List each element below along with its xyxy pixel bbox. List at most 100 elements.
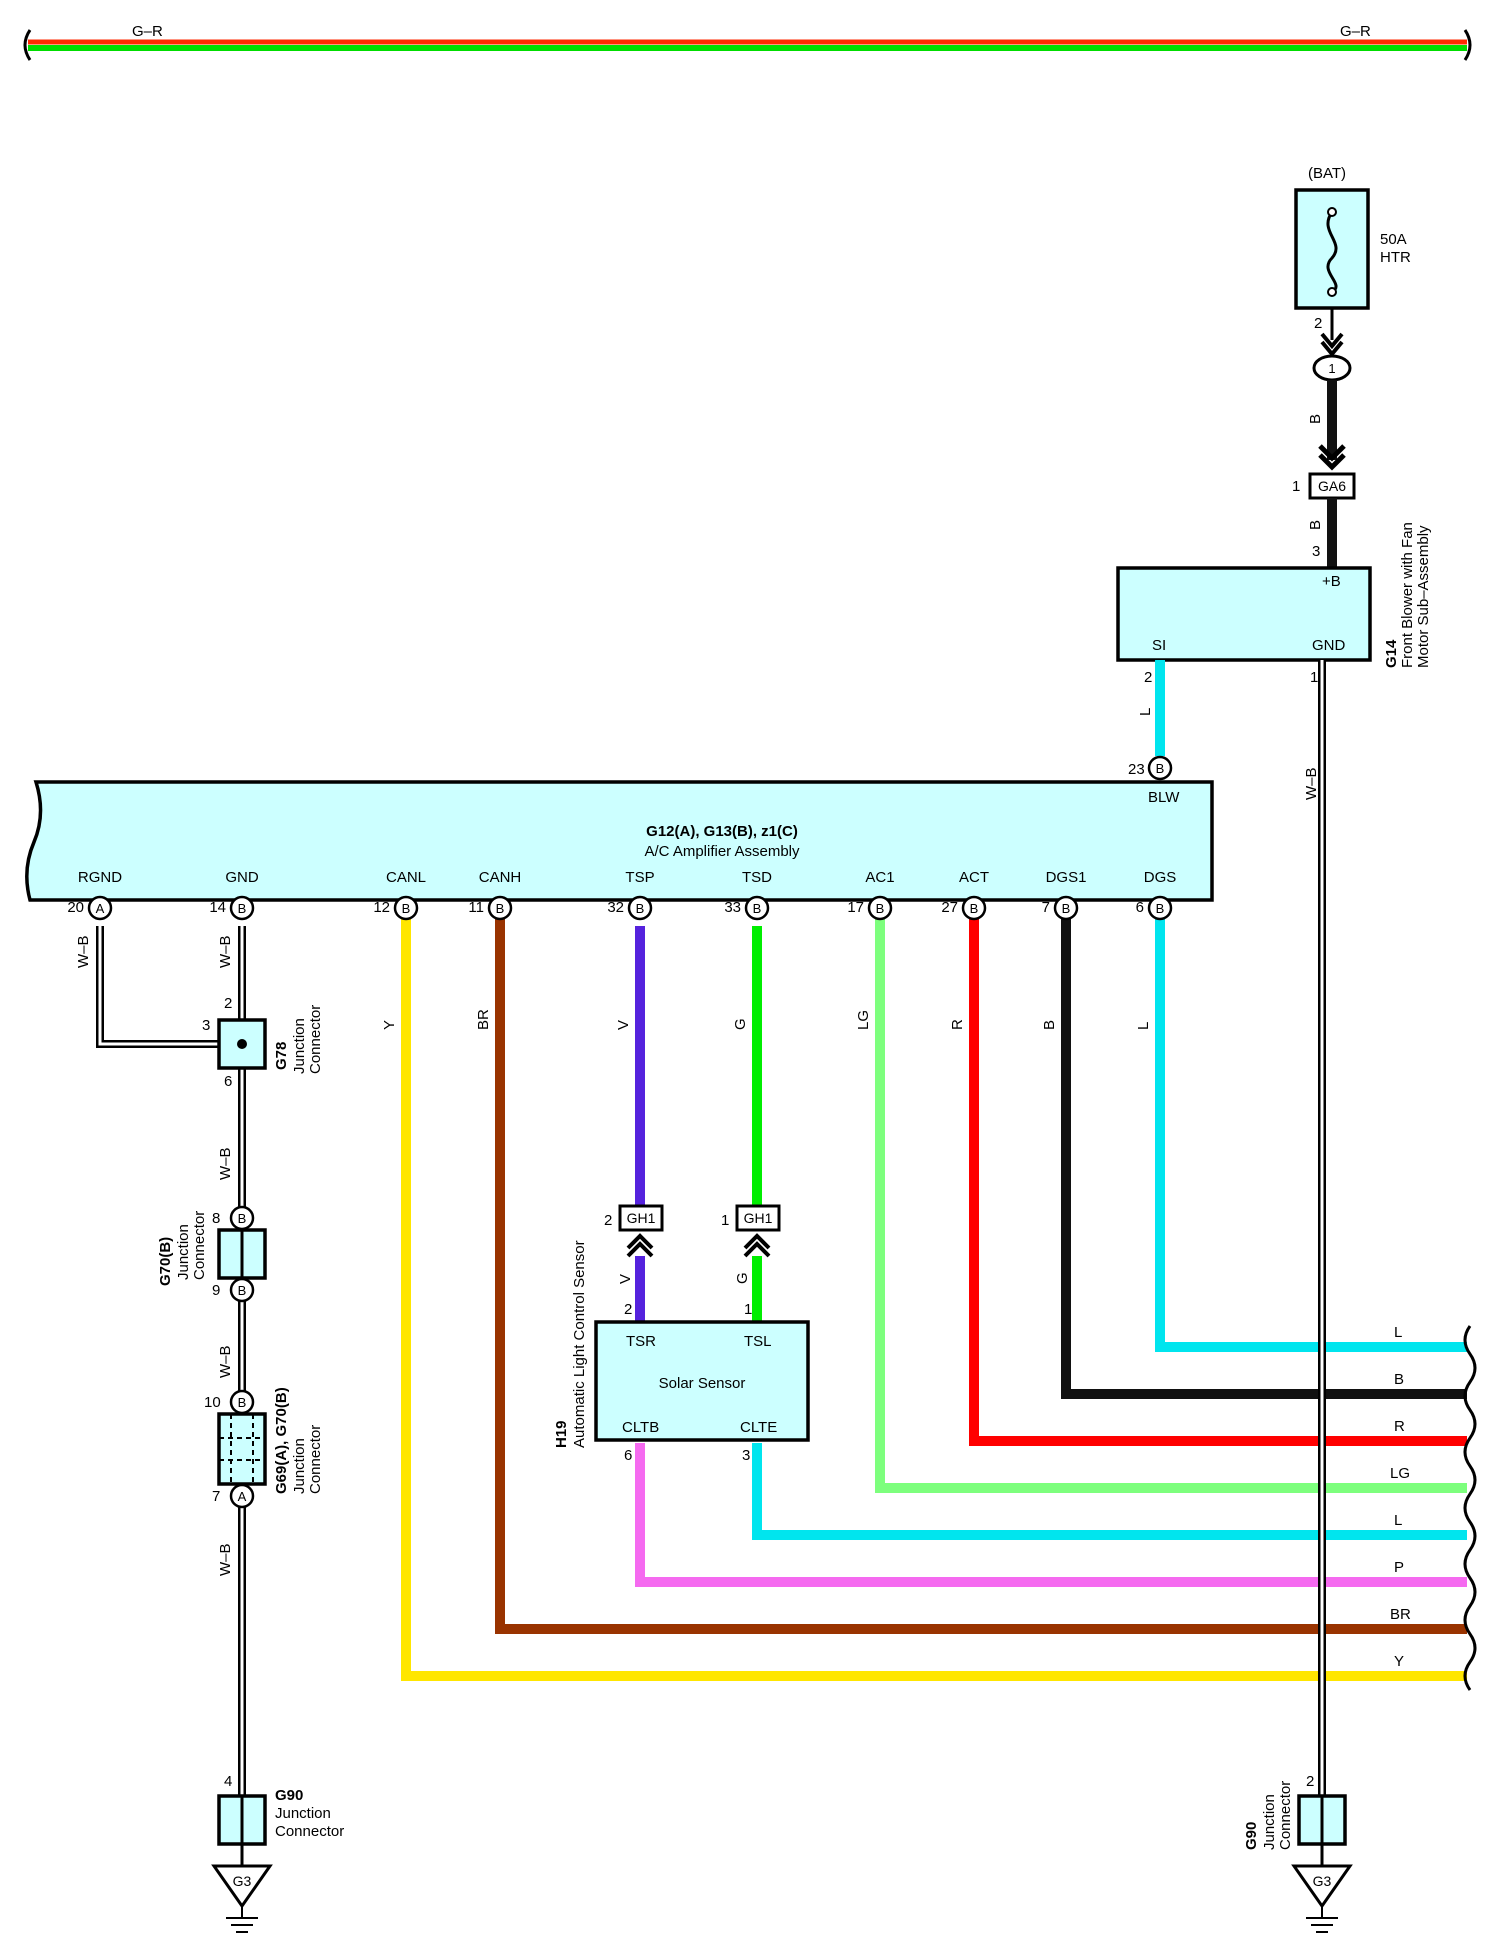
out-label-8: Y (1394, 1653, 1404, 1670)
terminal-connector (1147, 895, 1173, 921)
g90-right-name-1: Junction (1261, 1794, 1278, 1850)
terminal-pin: 12 (373, 899, 390, 916)
sensor-conn-right-pin: 1 (721, 1212, 729, 1229)
terminal-letter: B (238, 901, 247, 916)
wire-b-lower: B (1307, 520, 1324, 530)
g70-pin-top: 8 (212, 1210, 220, 1227)
sensor-conn-left-pin: 2 (604, 1212, 612, 1229)
g70-name-1: Junction (175, 1224, 192, 1280)
sensor-name: Automatic Light Control Sensor (571, 1240, 588, 1448)
terminal-connector (744, 895, 770, 921)
terminal-wire-color: L (1135, 1022, 1152, 1030)
amplifier-blw-connector (1147, 755, 1173, 781)
g90-left-id: G90 (275, 1787, 303, 1804)
terminal-connector (961, 895, 987, 921)
terminal-pin: 20 (67, 899, 84, 916)
g70-letter-bottom: B (238, 1283, 247, 1298)
amplifier-blw-letter: B (1156, 761, 1165, 776)
blower-terminal-si: SI (1152, 637, 1166, 654)
terminal-wire-color: W–B (217, 935, 234, 968)
sensor-tsr-pin: 2 (624, 1301, 632, 1318)
blower-terminal-gnd: GND (1312, 637, 1346, 654)
sensor-tsr: TSR (626, 1333, 656, 1350)
top-wire-label-right: G–R (1340, 23, 1371, 40)
g78-pin-left: 3 (202, 1017, 210, 1034)
sensor-clte: CLTE (740, 1419, 777, 1436)
break-mark (1463, 1325, 1477, 1691)
fuse-rating: 50A (1380, 231, 1407, 248)
terminal-letter: B (1156, 901, 1165, 916)
terminal-letter: B (1062, 901, 1071, 916)
connector-arrow-icon (1320, 332, 1344, 358)
blower-gnd-wire: W–B (1303, 767, 1320, 800)
terminal-wire-color: V (615, 1020, 632, 1030)
sensor-id: H19 (553, 1420, 570, 1448)
right-ground: 2 G90 Junction Connector G3 (1243, 1773, 1353, 1933)
terminal-pin: 7 (1042, 899, 1050, 916)
terminal-wire-color: W–B (75, 935, 92, 968)
g69-pin-top: 10 (204, 1394, 221, 1411)
terminal-letter: B (496, 901, 505, 916)
g69-id: G69(A), G70(B) (273, 1387, 290, 1494)
amplifier-blw-pin: 23 (1128, 761, 1145, 778)
terminal-connector (1053, 895, 1079, 921)
wire-b-upper: B (1307, 414, 1324, 424)
sensor-wire-left: V (617, 1274, 634, 1284)
terminal-wire-color: Y (381, 1020, 398, 1030)
sensor-body: Solar Sensor (659, 1375, 746, 1392)
blower-gnd-pin: 1 (1310, 669, 1318, 686)
fuse-icon (1326, 211, 1338, 294)
g70-id: G70(B) (157, 1237, 174, 1286)
blower-terminal-b: +B (1322, 573, 1341, 590)
sensor-clte-pin: 3 (742, 1447, 750, 1464)
terminal-pin: 27 (941, 899, 958, 916)
terminal-connector (393, 895, 419, 921)
out-label-4: LG (1390, 1465, 1410, 1482)
sensor-tsl: TSL (744, 1333, 772, 1350)
blower-motor: +B SI GND G14 Front Blower with Fan Moto… (1116, 522, 1432, 1808)
sensor-cltb: CLTB (622, 1419, 659, 1436)
g69-name-1: Junction (291, 1438, 308, 1494)
terminal-pin: 17 (847, 899, 864, 916)
g90-right-id: G90 (1243, 1822, 1260, 1850)
terminal-name: DGS (1144, 869, 1177, 886)
right-output-wires: L B R LG L P BR Y (401, 916, 1477, 1700)
connector-arrow-icon-3 (626, 1233, 654, 1258)
ground-left-icon (211, 1864, 273, 1909)
out-label-6: P (1394, 1559, 1404, 1576)
terminal-name: TSP (625, 869, 654, 886)
fuse-name: HTR (1380, 249, 1411, 266)
g90-left-name-2: Connector (275, 1823, 344, 1840)
splice-id: 1 (1328, 361, 1335, 376)
blower-si-wire: L (1137, 708, 1154, 716)
out-label-7: BR (1390, 1606, 1411, 1623)
terminal-connector (867, 895, 893, 921)
g90-left-pin: 4 (224, 1773, 232, 1790)
gnd-wire-2: W–B (217, 1345, 234, 1378)
g90-right-pin: 2 (1306, 1773, 1314, 1790)
solar-sensor-box (594, 1320, 810, 1442)
g69-pin-bottom: 7 (212, 1488, 220, 1505)
ac-amplifier: G12(A), G13(B), z1(C) A/C Amplifier Asse… (25, 755, 1214, 902)
terminal-name: AC1 (865, 869, 894, 886)
terminal-wire-color: LG (855, 1010, 872, 1030)
terminal-pin: 6 (1136, 899, 1144, 916)
terminal-letter: B (636, 901, 645, 916)
top-wire-label-left: G–R (132, 23, 163, 40)
ga6-label: GA6 (1318, 478, 1346, 494)
terminal-wire-color: BR (475, 1009, 492, 1030)
g78-name-2: Connector (307, 1005, 324, 1074)
bat-label: (BAT) (1308, 165, 1346, 182)
g69-letter-bottom: A (238, 1489, 247, 1504)
terminal-letter: B (970, 901, 979, 916)
g70-name-2: Connector (191, 1211, 208, 1280)
amplifier-id: G12(A), G13(B), z1(C) (646, 823, 798, 840)
solar-sensor: 2 GH1 1 GH1 V G 2 1 TSR TSL Solar Sensor… (553, 926, 810, 1464)
